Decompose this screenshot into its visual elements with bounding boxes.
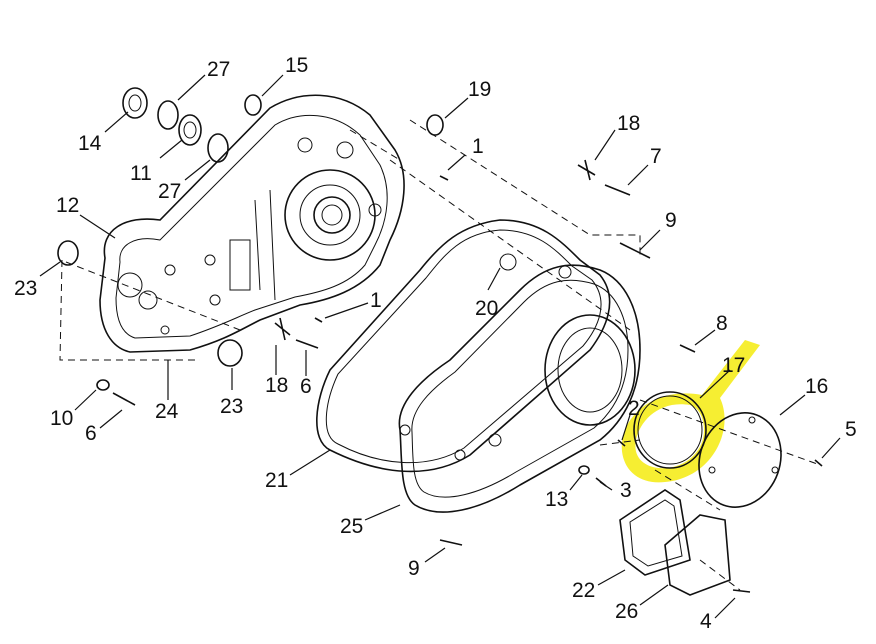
callout-22: 22	[572, 579, 595, 602]
callout-18-upper: 18	[617, 112, 640, 135]
outer-primary-cover	[398, 253, 641, 513]
callout-10: 10	[50, 407, 73, 430]
callout-9-upper: 9	[665, 209, 677, 232]
gasket-22	[619, 489, 691, 576]
cover-26	[664, 514, 731, 596]
gasket-21	[316, 219, 611, 473]
derby-cover-16	[698, 412, 782, 508]
callout-27: 27	[207, 58, 230, 81]
callout-24: 24	[155, 400, 179, 423]
callout-19: 19	[468, 78, 491, 101]
callout-2: 2	[628, 397, 640, 420]
callout-12: 12	[56, 194, 79, 217]
callout-13: 13	[545, 488, 568, 511]
callout-1-upper: 1	[472, 135, 484, 158]
callout-8: 8	[716, 312, 728, 335]
gasket-21-inner	[325, 229, 602, 464]
callout-21: 21	[265, 469, 288, 492]
callout-23-left: 23	[14, 277, 37, 300]
part-17-highlight	[621, 340, 760, 483]
callout-11: 11	[130, 162, 152, 185]
callout-17: 17	[722, 354, 745, 377]
callout-26: 26	[615, 600, 638, 623]
callout-18-lower: 18	[265, 374, 288, 397]
callout-25: 25	[340, 515, 363, 538]
callout-4: 4	[700, 610, 712, 633]
gasket-22-inner	[629, 499, 683, 567]
callout-20: 20	[475, 297, 498, 320]
callout-27-lower: 27	[158, 180, 181, 203]
callout-16: 16	[805, 375, 828, 398]
callout-6-middle: 6	[300, 375, 312, 398]
small-parts	[57, 87, 823, 593]
callout-9-lower: 9	[408, 557, 420, 580]
callout-1-middle: 1	[370, 289, 382, 312]
callout-5: 5	[845, 418, 857, 441]
callout-7: 7	[650, 145, 662, 168]
inner-primary-housing	[99, 94, 405, 353]
assembly-lines	[59, 119, 821, 591]
callout-6-lower: 6	[85, 422, 97, 445]
callout-14: 14	[78, 132, 102, 155]
callout-15: 15	[285, 54, 308, 77]
callout-3: 3	[620, 479, 632, 502]
gasket-17	[633, 391, 707, 469]
leader-lines	[39, 74, 841, 619]
callout-23-lower: 23	[220, 395, 243, 418]
callout-labels: 27 15 19 14 11 27 1 18 7 12 9 23 20 1 8 …	[14, 54, 857, 633]
